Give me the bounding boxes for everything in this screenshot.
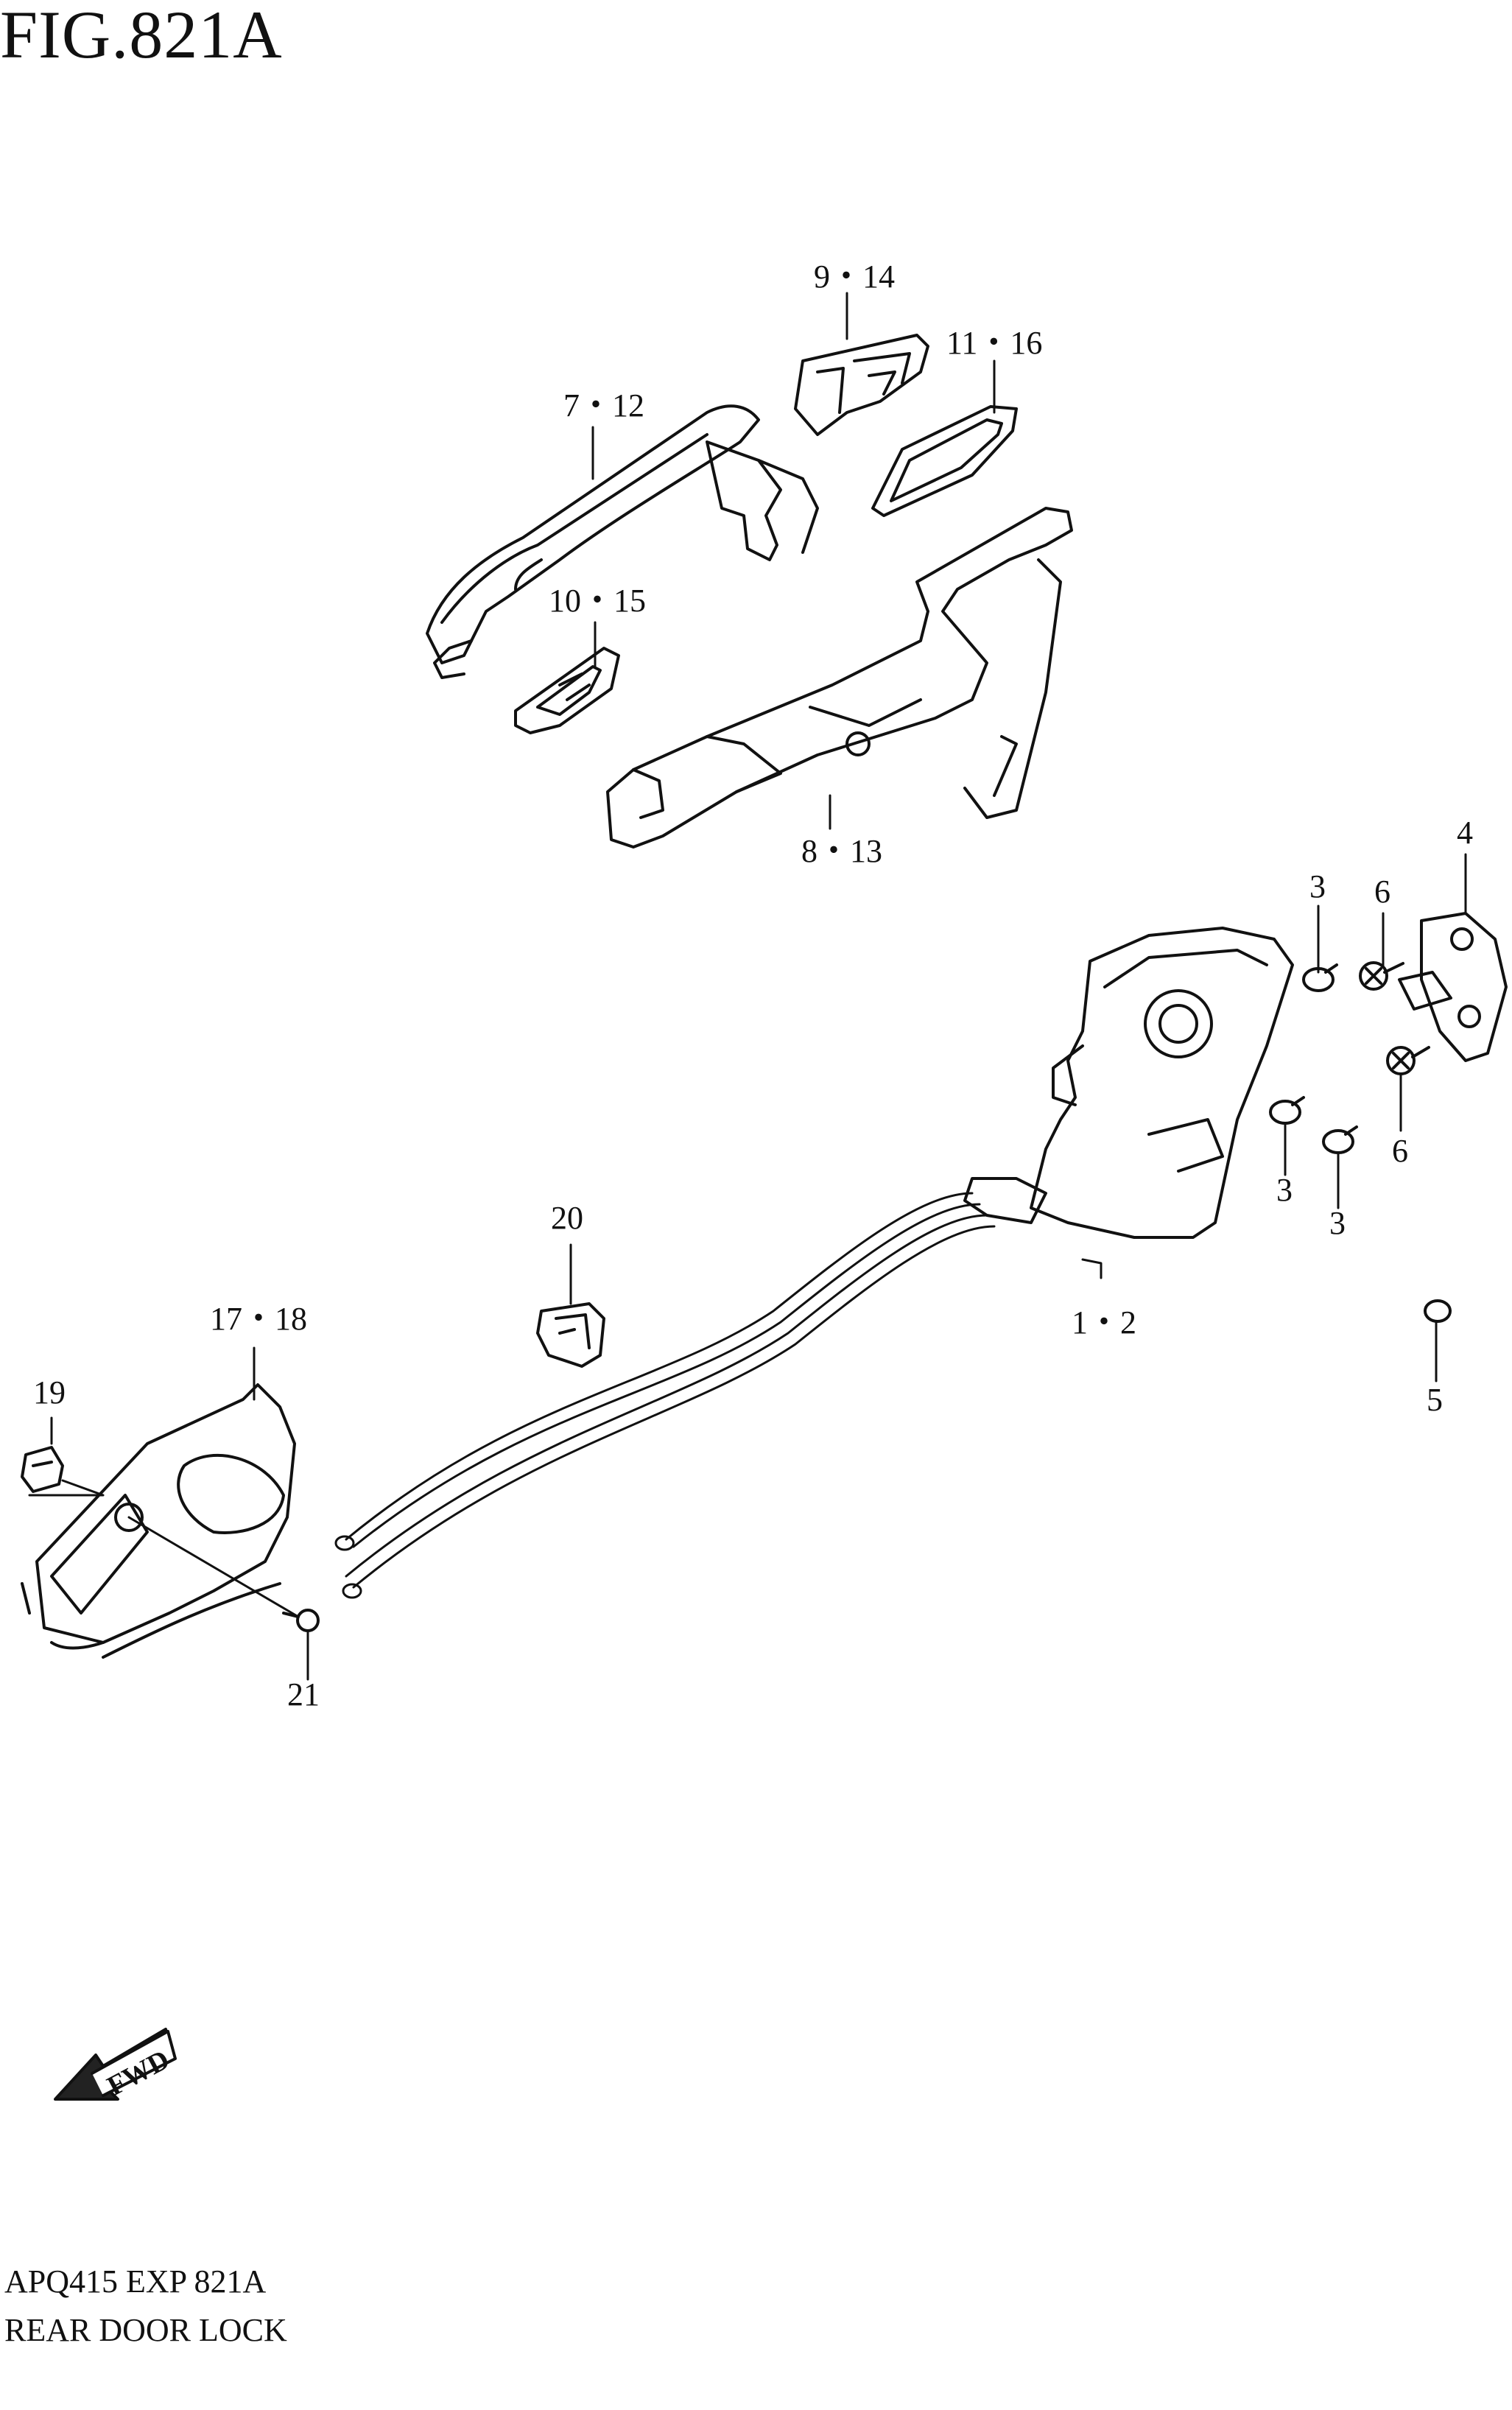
callout-label: 19: [33, 1374, 66, 1410]
bezel-part: [514, 647, 620, 734]
fwd-arrow-icon: FWD: [54, 2028, 177, 2102]
gasket-part: [871, 405, 1018, 517]
figure-name: REAR DOOR LOCK: [4, 2312, 287, 2348]
callout-label: 7・12: [563, 387, 644, 424]
callout-label: 4: [1457, 815, 1473, 851]
callout-label: 11・16: [946, 325, 1042, 361]
bumper-part: [21, 1446, 64, 1493]
callout-label: 3: [1329, 1205, 1346, 1241]
figure-title: FIG.821A: [0, 0, 283, 72]
callout-label: 5: [1427, 1382, 1443, 1418]
cable-part: [334, 1192, 996, 1599]
outer-handle-part: [426, 404, 819, 679]
callout-label: 20: [551, 1200, 583, 1236]
callout-label: 10・15: [549, 583, 646, 619]
callout-label: 17・18: [210, 1301, 307, 1337]
striker-part: [1398, 912, 1508, 1062]
leader-lines: [28, 292, 1467, 1681]
callout-label: 6: [1374, 874, 1390, 910]
screw-parts: [282, 961, 1452, 1632]
callout-label: 9・14: [814, 259, 895, 295]
inner-handle-part: [21, 1383, 296, 1659]
figure-code: APQ415 EXP 821A: [4, 2263, 267, 2300]
callout-label: 21: [287, 1676, 320, 1712]
callout-labels: 9・14 11・16 7・12 10・15 8・13 4 3 6 3 6 3 2…: [33, 259, 1473, 1712]
callout-label: 3: [1276, 1172, 1293, 1208]
handle-cap-part: [794, 334, 929, 436]
handle-frame-part: [606, 507, 1073, 849]
latch-assembly-part: [963, 927, 1294, 1239]
callout-label: 1・2: [1072, 1304, 1136, 1341]
callout-label: 6: [1392, 1133, 1408, 1169]
cable-clip-part: [536, 1302, 605, 1368]
callout-label: 3: [1309, 868, 1326, 904]
callout-label: 8・13: [801, 833, 882, 869]
